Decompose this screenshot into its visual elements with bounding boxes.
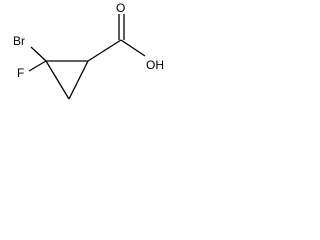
fluorine-label: F <box>17 66 24 80</box>
c-br-bond <box>30 46 47 62</box>
hydroxyl-label: OH <box>146 58 164 72</box>
molecule-structure: Br F O OH <box>13 1 164 100</box>
bromine-label: Br <box>13 34 25 48</box>
ring-bond-left-bottom <box>45 60 70 100</box>
c-f-bond <box>28 60 47 72</box>
carbonyl-oxygen-label: O <box>116 1 125 15</box>
ring-bond-right <box>68 60 89 100</box>
ring-carboxyl-bond <box>87 39 122 62</box>
c-oh-bond <box>120 39 146 57</box>
